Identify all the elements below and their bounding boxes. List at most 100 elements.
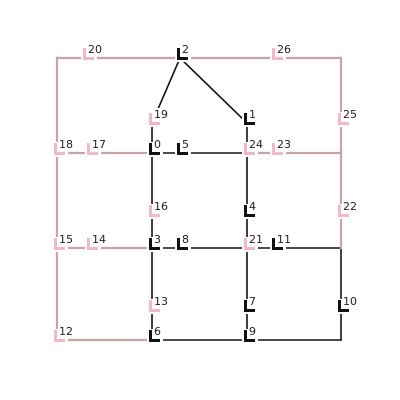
node-label: 0 [154,138,161,151]
node-4: 4 [242,200,258,219]
node-13: 13 [147,295,170,314]
node-marker-vertical [87,238,90,250]
node-10: 10 [336,295,359,314]
node-marker-foot [83,57,94,60]
node-label-backing [248,138,265,151]
node-16: 16 [147,200,170,219]
node-label: 26 [277,43,291,56]
node-marker-vertical [149,300,152,312]
node-11: 11 [270,233,293,252]
node-marker-vertical [244,143,247,155]
node-marker-foot [244,152,255,155]
node-marker-foot [244,309,255,312]
node-marker-vertical [149,238,152,250]
node-7: 7 [242,295,258,314]
node-2: 2 [175,43,191,62]
node-18: 18 [52,138,75,157]
node-17: 17 [85,138,108,157]
node-marker-foot [272,152,283,155]
node-marker-vertical [177,48,180,60]
node-marker-foot [244,214,255,217]
node-label: 19 [154,108,168,121]
node-layer: 0123456789101112131415161718192021222324… [52,43,359,344]
node-marker-vertical [83,48,86,60]
node-marker-foot [87,247,98,250]
node-label: 4 [249,200,256,213]
node-23: 23 [270,138,293,157]
node-label: 20 [88,43,102,56]
node-9: 9 [242,325,258,344]
node-label-backing [181,138,191,151]
node-5: 5 [175,138,191,157]
node-marker-vertical [149,113,152,125]
node-label-backing [153,108,170,121]
node-marker-vertical [338,113,341,125]
node-15: 15 [52,233,75,252]
node-label: 22 [343,200,357,213]
node-marker-vertical [338,205,341,217]
node-label-backing [153,200,170,213]
node-label-backing [342,108,359,121]
node-label-backing [153,325,163,338]
node-marker-foot [272,57,283,60]
node-label: 3 [154,233,161,246]
edge-layer [55,56,343,342]
node-marker-foot [244,122,255,125]
node-marker-vertical [244,113,247,125]
node-19: 19 [147,108,170,127]
node-marker-foot [272,247,283,250]
node-label: 8 [182,233,189,246]
node-marker-foot [177,247,188,250]
node-marker-vertical [177,143,180,155]
node-0: 0 [147,138,163,157]
node-label-backing [91,233,108,246]
node-label-backing [58,138,75,151]
node-label: 15 [59,233,73,246]
node-24: 24 [242,138,265,157]
node-14: 14 [85,233,108,252]
node-label-backing [248,108,258,121]
node-marker-foot [54,152,65,155]
node-1: 1 [242,108,258,127]
node-22: 22 [336,200,359,219]
node-label: 14 [92,233,106,246]
node-label-backing [276,43,293,56]
node-marker-vertical [244,205,247,217]
node-label: 2 [182,43,189,56]
node-label: 23 [277,138,291,151]
node-marker-vertical [149,143,152,155]
node-marker-vertical [272,48,275,60]
node-label-backing [248,295,258,308]
node-marker-foot [87,152,98,155]
node-marker-vertical [272,238,275,250]
node-label-backing [153,295,170,308]
node-marker-foot [149,122,160,125]
node-marker-vertical [54,143,57,155]
node-label-backing [248,233,265,246]
node-marker-vertical [338,300,341,312]
node-label-backing [181,43,191,56]
node-label: 21 [249,233,263,246]
node-marker-foot [338,122,349,125]
node-marker-foot [149,309,160,312]
node-marker-vertical [177,238,180,250]
node-label: 24 [249,138,263,151]
node-marker-foot [244,339,255,342]
node-label: 18 [59,138,73,151]
node-marker-foot [54,247,65,250]
node-label: 12 [59,325,73,338]
node-marker-foot [177,57,188,60]
node-26: 26 [270,43,293,62]
node-25: 25 [336,108,359,127]
node-label: 25 [343,108,357,121]
node-marker-vertical [244,300,247,312]
node-label: 17 [92,138,106,151]
node-label-backing [181,233,191,246]
node-label-backing [342,200,359,213]
node-marker-vertical [244,238,247,250]
node-marker-vertical [54,330,57,342]
node-label-backing [153,138,163,151]
node-3: 3 [147,233,163,252]
node-marker-vertical [272,143,275,155]
